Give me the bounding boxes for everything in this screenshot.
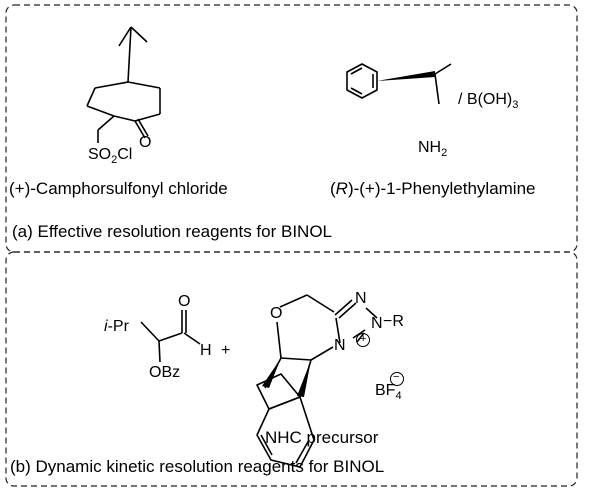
panel-borders <box>5 4 578 487</box>
additive-text: / B(OH) <box>458 91 513 108</box>
boric-acid-label: / B(OH)3 <box>458 91 518 111</box>
ipr-i: i <box>104 318 108 335</box>
nhc-caption: NHC precursor <box>265 428 379 447</box>
nhc-n-top-label: N <box>355 290 367 307</box>
stereo-wedge-2 <box>297 360 311 397</box>
plus-charge-circle <box>356 333 370 347</box>
aldehyde-o-label: O <box>178 293 191 310</box>
panel-a-caption: (a) Effective resolution reagents for BI… <box>12 222 333 241</box>
nhc-n-right-label: N <box>371 315 383 332</box>
ipr-rest: -Pr <box>107 318 129 335</box>
name-suffix: )-(+)-1-Phenylethylamine <box>347 179 536 198</box>
aldehyde-structure <box>140 310 201 363</box>
nhc-n-bottom-label: N <box>334 337 346 354</box>
bf4-text: BF <box>375 382 396 399</box>
camphorsulfonyl-structure <box>86 26 161 143</box>
amine-sub: 2 <box>441 147 448 160</box>
so2cl-sub: 2 <box>111 154 118 167</box>
panel-a-border <box>5 4 578 253</box>
bf4-label: BF4 <box>375 382 402 402</box>
obz-label: OBz <box>149 364 181 381</box>
ipr-label: i-Pr <box>104 318 129 336</box>
amine-nh: NH <box>418 139 442 156</box>
so2cl-label: SO2Cl <box>88 146 132 166</box>
name-r: R <box>335 179 348 198</box>
amine-label: NH2 <box>418 139 447 159</box>
panel-b-border <box>5 251 578 487</box>
plus-sign: + <box>221 342 231 359</box>
plus-charge-label: + <box>360 333 367 345</box>
nhc-o-label: O <box>270 305 283 322</box>
aldehyde-h-label: H <box>200 342 212 359</box>
name-prefix: ( <box>330 179 336 198</box>
so2cl-so: SO <box>88 146 112 163</box>
reagent-2-name: (R)-(+)-1-Phenylethylamine <box>330 179 536 199</box>
so2cl-cl: Cl <box>117 146 133 163</box>
panel-b-caption: (b) Dynamic kinetic resolution reagents … <box>10 457 385 476</box>
phenylethylamine-structure <box>346 63 452 105</box>
minus-charge-label: − <box>393 371 400 383</box>
wedge-bond <box>377 71 435 81</box>
nhc-r-label: −R <box>383 313 404 330</box>
stereo-wedge-1 <box>262 358 281 388</box>
minus-charge-circle <box>390 372 404 386</box>
carbonyl-o-label: O <box>139 134 152 151</box>
reagent-1-name: (+)-Camphorsulfonyl chloride <box>9 179 228 198</box>
additive-sub: 3 <box>512 99 519 112</box>
bf4-sub: 4 <box>395 390 402 403</box>
